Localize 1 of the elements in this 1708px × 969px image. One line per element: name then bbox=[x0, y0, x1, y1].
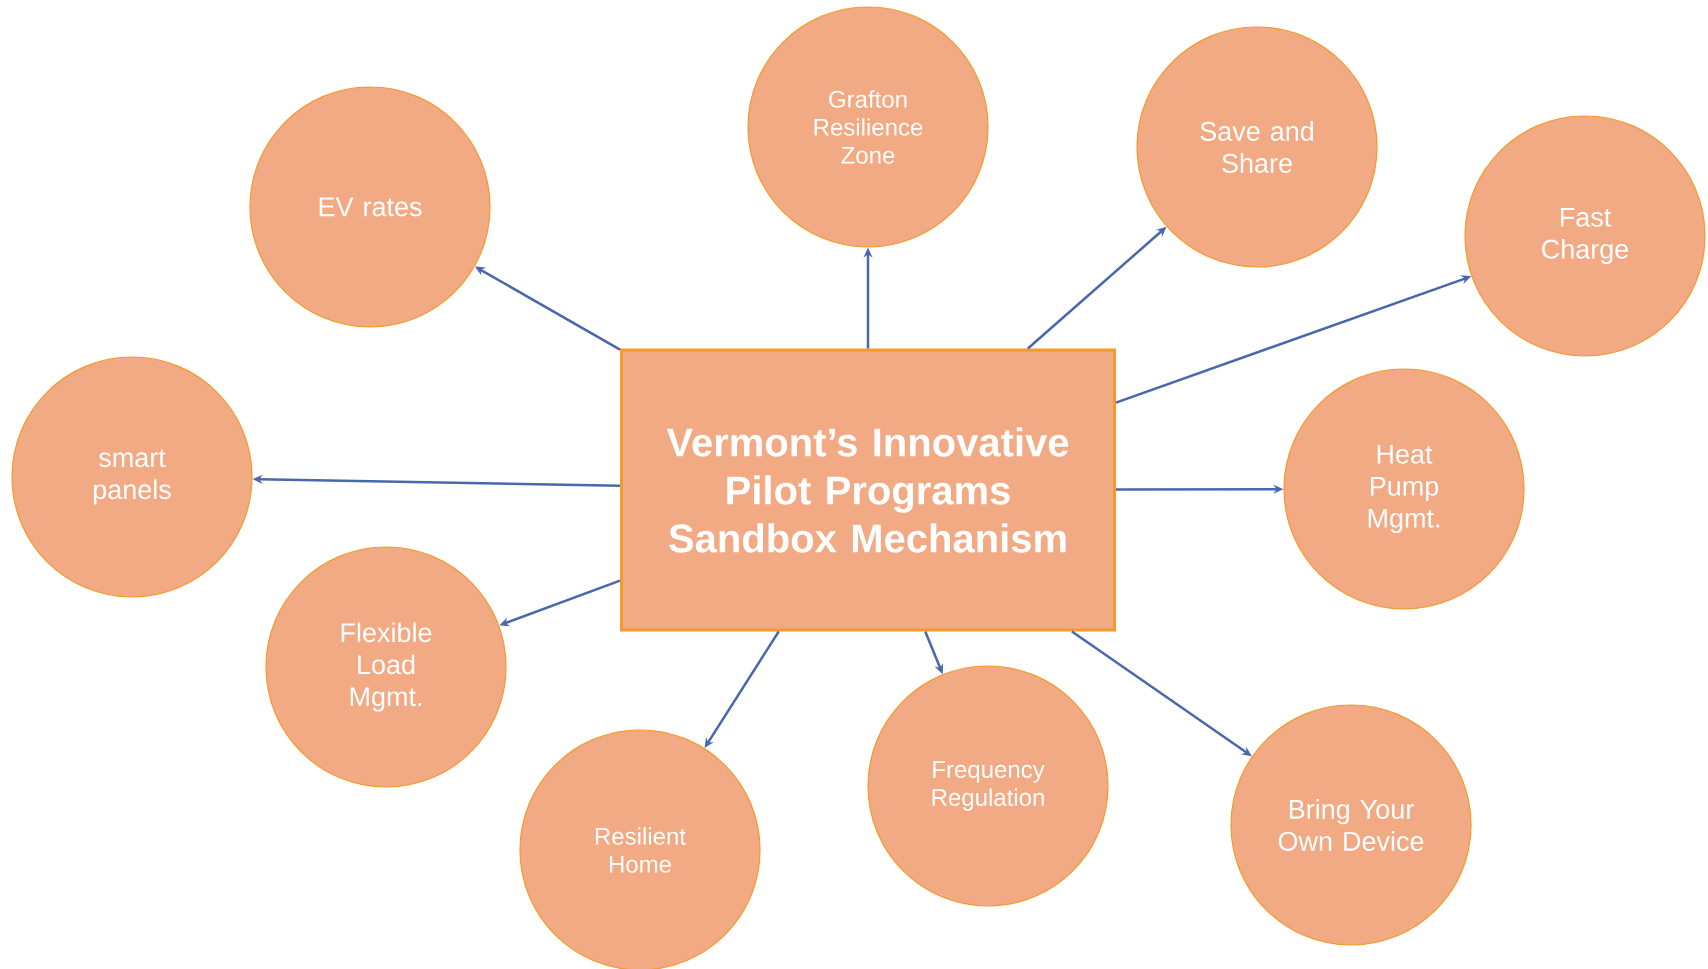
title-box: Vermont’s Innovative Pilot Programs Sandbox Mechanism bbox=[620, 348, 1116, 632]
